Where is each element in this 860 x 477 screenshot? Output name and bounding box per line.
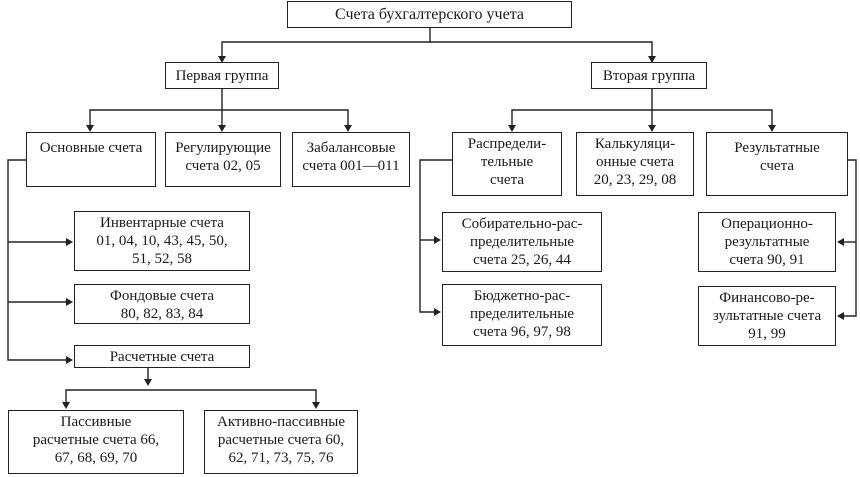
active-passive-settlement-box: Активно-пассивные расчетные счета 60, 62… xyxy=(204,410,358,474)
financial-result-box: Финансово-ре- зультатные счета 91, 99 xyxy=(698,286,836,346)
arrowhead xyxy=(344,125,352,132)
connector-root-group2 xyxy=(430,41,653,58)
arrowhead xyxy=(66,298,73,306)
group1-box: Первая группа xyxy=(165,62,279,89)
calculating-accounts-box: Калькуляци- онные счета 20, 23, 29, 08 xyxy=(576,132,694,196)
connector-basic-spine xyxy=(7,159,66,361)
collective-distributive-box: Собирательно-рас- пределительные счета 2… xyxy=(442,212,602,272)
distributive-accounts-box: Распредели- тельные счета xyxy=(452,132,562,196)
connector-result-spine xyxy=(844,159,857,317)
arrowhead xyxy=(144,379,152,386)
arrowhead xyxy=(648,125,656,132)
group2-box: Вторая группа xyxy=(591,62,707,89)
arrowhead xyxy=(837,312,844,320)
connector-distributive-spine xyxy=(419,159,452,313)
connector-group2-result xyxy=(652,109,773,126)
settlement-accounts-box: Расчетные счета xyxy=(74,345,250,368)
offbalance-accounts-box: Забалансовые счета 001—011 xyxy=(292,132,410,187)
result-accounts-box: Результатные счета xyxy=(706,132,848,196)
fund-accounts-box: Фондовые счета 80, 82, 83, 84 xyxy=(74,284,250,324)
arrowhead xyxy=(62,402,70,409)
arrowhead xyxy=(508,125,516,132)
arrowhead xyxy=(434,308,441,316)
arrowhead xyxy=(434,236,441,244)
connector-settlement-split xyxy=(65,389,317,404)
regulating-accounts-box: Регулирующие счета 02, 05 xyxy=(165,132,281,187)
arrowhead xyxy=(837,238,844,246)
basic-accounts-box: Основные счета xyxy=(26,132,156,187)
connector-group1-children xyxy=(89,89,223,126)
arrowhead xyxy=(66,238,73,246)
arrowhead xyxy=(66,356,73,364)
arrowhead xyxy=(312,402,320,409)
inventory-accounts-box: Инвентарные счета 01, 04, 10, 43, 45, 50… xyxy=(74,211,250,271)
connector-group2-children xyxy=(511,89,653,126)
operational-result-box: Операционно- результатные счета 90, 91 xyxy=(698,212,836,272)
arrowhead xyxy=(218,125,226,132)
passive-settlement-box: Пассивные расчетные счета 66, 67, 68, 69… xyxy=(8,410,184,474)
arrowhead xyxy=(648,56,656,63)
arrowhead xyxy=(768,125,776,132)
root-box: Счета бухгалтерского учета xyxy=(287,1,572,28)
arrowhead xyxy=(86,125,94,132)
connector-root-group1 xyxy=(221,28,431,58)
arrowhead xyxy=(218,56,226,63)
budget-distributive-box: Бюджетно-рас- пределительные счета 96, 9… xyxy=(442,284,602,346)
connector-group1-offbalance xyxy=(222,109,349,126)
